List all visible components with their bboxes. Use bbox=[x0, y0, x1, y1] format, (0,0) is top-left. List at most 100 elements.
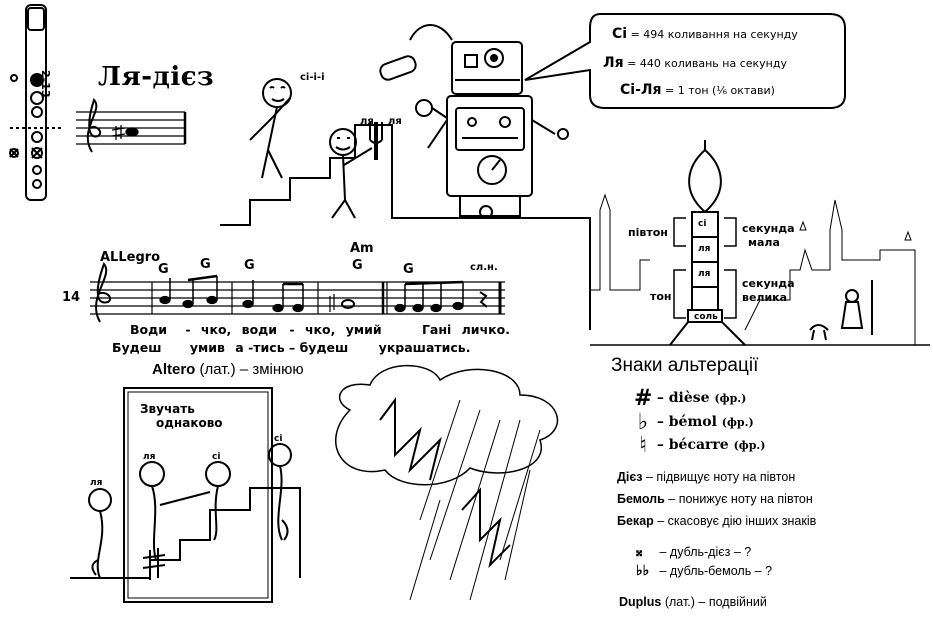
lyric-word: Гані bbox=[421, 322, 452, 337]
double-sharp-row: 𝄪 – дубль-дієз – ? bbox=[636, 543, 751, 560]
tower-block-la-sharp: ля bbox=[698, 244, 711, 254]
alteration-heading: Знаки альтерації bbox=[611, 355, 759, 376]
chord-3: G bbox=[244, 258, 255, 273]
lyric-word: будеш bbox=[299, 340, 349, 355]
fork-label-right: ля bbox=[388, 116, 402, 127]
altero-meaning: (лат.) – змінюю bbox=[195, 361, 304, 378]
bubble-text-1: = 494 коливання на секунду bbox=[630, 28, 798, 41]
lyric-word: умив bbox=[189, 340, 225, 355]
tower-block-sol: соль bbox=[694, 312, 718, 322]
double-flat-text: – дубль-бемоль – ? bbox=[659, 564, 773, 578]
fork-label-left: ля bbox=[360, 116, 374, 127]
definition-text: – скасовує дію інших знаків bbox=[653, 514, 817, 528]
lyric-word: чко, bbox=[304, 322, 336, 337]
tower-icon bbox=[590, 140, 930, 346]
double-flat-icon: ♭♭ bbox=[636, 562, 650, 578]
storm-cloud-icon bbox=[334, 364, 559, 601]
lyric-word: Будеш bbox=[112, 340, 162, 355]
box-title-2: однаково bbox=[156, 416, 223, 430]
measure-number: 14 bbox=[62, 290, 81, 305]
sign-name: bémol bbox=[668, 414, 717, 430]
fingering-label: 2-13 bbox=[39, 70, 52, 98]
sign-name: bécarre bbox=[668, 437, 729, 453]
bubble-interval: Сі-Ля bbox=[620, 82, 662, 98]
box-title-1: Звучать bbox=[140, 402, 195, 416]
tower-label-semitone: півтон bbox=[628, 226, 668, 239]
duplus-caption: Duplus (лат.) – подвійний bbox=[619, 595, 767, 609]
sign-row-flat: ♭ – bémol (фр.) bbox=[634, 409, 754, 435]
definition-flat: Бемоль – понижує ноту на півтон bbox=[617, 492, 813, 506]
lyrics-line-2: Будеш умив а -тись – будеш украшатись. bbox=[112, 340, 470, 355]
natural-icon: ♮ bbox=[639, 432, 647, 458]
staircase bbox=[220, 78, 591, 330]
lyric-word: – bbox=[288, 340, 296, 355]
whistle-sound: сі-і-і bbox=[300, 72, 325, 83]
definition-term: Бемоль bbox=[617, 492, 665, 506]
lyric-word: - bbox=[289, 322, 295, 337]
sign-row-natural: ♮ – bécarre (фр.) bbox=[634, 432, 765, 458]
definition-term: Дієз bbox=[617, 470, 643, 484]
center-left-label: ля bbox=[143, 452, 156, 462]
recorder-icon bbox=[9, 4, 62, 201]
altero-caption: Altero (лат.) – змінюю bbox=[152, 361, 304, 378]
tower-label-minor-2nd-b: мала bbox=[748, 236, 780, 249]
tower-label-major-2nd-a: секунда bbox=[742, 277, 795, 290]
sign-name: dièse bbox=[668, 390, 710, 406]
tower-label-major-2nd-b: велика bbox=[742, 291, 788, 304]
definition-text: – підвищує ноту на півтон bbox=[642, 470, 796, 484]
duplus-term: Duplus bbox=[619, 595, 662, 609]
lyric-word: - bbox=[185, 322, 191, 337]
left-char-label: ля bbox=[90, 478, 103, 488]
chord-4: Am bbox=[350, 241, 374, 256]
chord-1: G bbox=[158, 262, 169, 277]
definition-text: – понижує ноту на півтон bbox=[664, 492, 813, 506]
altero-term: Altero bbox=[152, 361, 196, 378]
bubble-note-si: Сі bbox=[612, 26, 628, 42]
sign-row-sharp: # – dièse (фр.) bbox=[634, 385, 747, 411]
tower-label-tone: тон bbox=[650, 290, 672, 303]
lyric-word: а bbox=[235, 340, 244, 355]
lyric-word: чко, bbox=[200, 322, 232, 337]
right-char-label: сі bbox=[274, 434, 283, 444]
chord-6: G bbox=[403, 262, 414, 277]
lyric-word: украшатись. bbox=[378, 340, 471, 355]
lyric-word: умий bbox=[345, 322, 382, 337]
chord-5: G bbox=[352, 258, 363, 273]
double-flat-row: ♭♭ – дубль-бемоль – ? bbox=[636, 562, 772, 579]
sharp-icon: # bbox=[634, 385, 653, 411]
bubble-text-3: = 1 тон (⅙ октави) bbox=[665, 84, 775, 97]
page-title: Ля-дієз bbox=[98, 62, 215, 92]
lyric-word: личко. bbox=[461, 322, 510, 337]
bubble-line-2: Ля = 440 коливань на секунду bbox=[603, 55, 787, 71]
tempo-mark: ALLegro bbox=[100, 250, 161, 265]
definition-term: Бекар bbox=[617, 514, 654, 528]
speech-bubble bbox=[524, 13, 846, 109]
flat-icon: ♭ bbox=[637, 409, 649, 435]
tower-block-la: ля bbox=[698, 269, 711, 279]
same-sound-box bbox=[70, 387, 301, 603]
end-mark: сл.н. bbox=[470, 262, 498, 273]
duplus-meaning: (лат.) – подвійний bbox=[661, 595, 767, 609]
knight-icon bbox=[809, 280, 873, 341]
definition-sharp: Дієз – підвищує ноту на півтон bbox=[617, 470, 795, 484]
lyrics-line-1: Води - чко, води - чко, умий Гані личко. bbox=[130, 322, 510, 337]
bubble-text-2: = 440 коливань на секунду bbox=[627, 57, 787, 70]
double-sharp-text: – дубль-дієз – ? bbox=[659, 545, 752, 559]
lyric-word: Води bbox=[130, 322, 167, 337]
double-sharp-icon: 𝄪 bbox=[636, 543, 643, 559]
music-staff bbox=[90, 262, 505, 323]
robot-icon bbox=[379, 24, 569, 219]
tower-block-si: сі bbox=[698, 219, 707, 229]
ladiez-staff bbox=[76, 98, 187, 153]
bubble-line-1: Сі = 494 коливання на секунду bbox=[612, 26, 798, 42]
lyric-word: -тись bbox=[248, 340, 285, 355]
sign-lang: (фр.) bbox=[733, 439, 766, 452]
lyric-word: води bbox=[241, 322, 278, 337]
sign-lang: (фр.) bbox=[721, 416, 754, 429]
bubble-note-la: Ля bbox=[603, 55, 624, 71]
tower-label-minor-2nd-a: секунда bbox=[742, 222, 795, 235]
chord-2: G bbox=[200, 257, 211, 272]
bubble-line-3: Сі-Ля = 1 тон (⅙ октави) bbox=[620, 82, 775, 98]
sign-lang: (фр.) bbox=[714, 392, 747, 405]
